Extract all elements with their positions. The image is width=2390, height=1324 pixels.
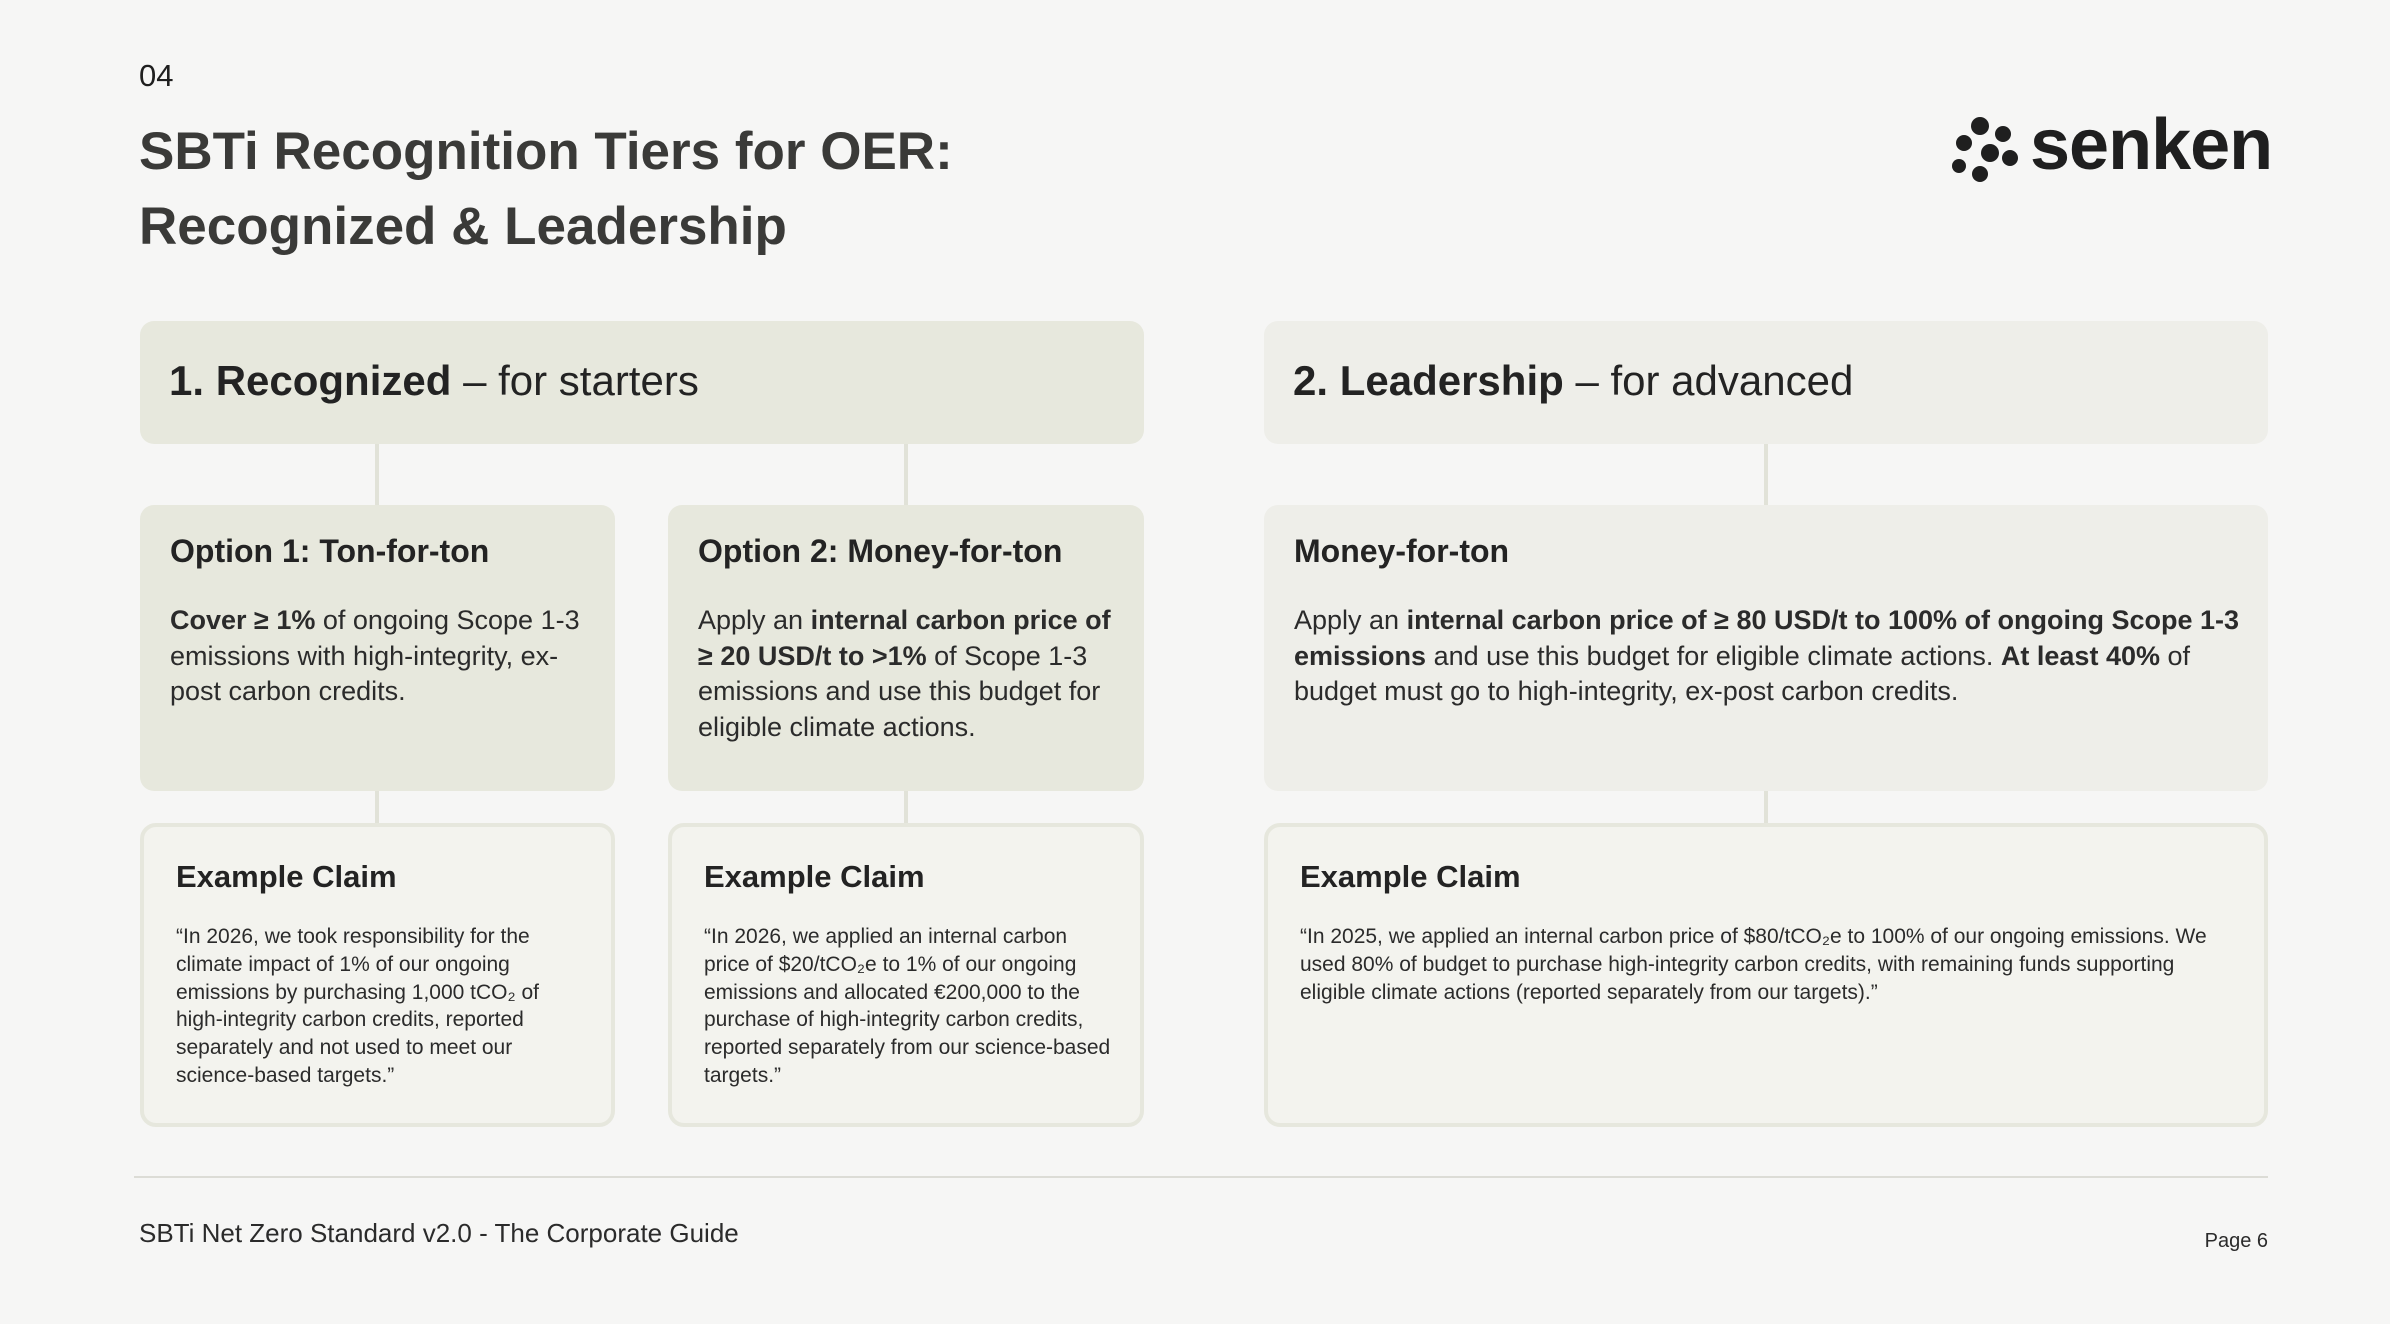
option-ton-for-ton-card: Option 1: Ton-for-ton Cover ≥ 1% of ongo… <box>140 505 615 791</box>
option-text: of ongoing Scope 1-3 emissions with high… <box>170 605 580 706</box>
page-title: SBTi Recognition Tiers for OER: Recognize… <box>139 114 1239 264</box>
option-description: Cover ≥ 1% of ongoing Scope 1-3 emission… <box>170 603 593 710</box>
example-claim-quote: “In 2025, we applied an internal carbon … <box>1300 925 2207 1004</box>
tier-leadership-card: 2. Leadership – for advanced <box>1264 321 2268 444</box>
flower-logo-icon <box>1952 117 2018 182</box>
option-text: of budget must go to high-integrity, ex-… <box>1294 640 2191 707</box>
page-title-line2: Recognized & Leadership <box>139 197 787 256</box>
leadership-money-for-ton-card: Money-for-ton Apply an internal carbon p… <box>1264 505 2268 791</box>
example-claim-title: Example Claim <box>1300 859 1521 894</box>
example-claim-card: Example Claim “In 2026, we applied an in… <box>668 823 1144 1127</box>
tier-recognized-title: 1. Recognized <box>169 357 452 404</box>
option-emphasis: internal carbon price of ≥ 80 USD/t to 1… <box>1294 605 2240 671</box>
option-description: Apply an internal carbon price of ≥ 80 U… <box>1294 603 2246 710</box>
example-claim-quote: “In 2026, we applied an internal carbon … <box>704 925 1111 1087</box>
tier-leadership-subtitle: – for advanced <box>1575 357 1854 404</box>
option-title: Option 2: Money-for-ton <box>698 533 1063 569</box>
tier-leadership-title: 2. Leadership <box>1293 357 1564 404</box>
example-claim-card: Example Claim “In 2025, we applied an in… <box>1264 823 2268 1127</box>
option-text: and use this budget for eligible climate… <box>1426 640 2001 671</box>
option-title: Option 1: Ton-for-ton <box>170 533 490 569</box>
option-title: Money-for-ton <box>1294 533 1510 569</box>
connector-line <box>375 444 379 505</box>
senken-logo: senken <box>1950 105 2273 196</box>
connector-line <box>1764 444 1768 505</box>
tier-leadership-heading: 2. Leadership – for advanced <box>1293 353 1853 409</box>
option-money-for-ton-card: Option 2: Money-for-ton Apply an interna… <box>668 505 1144 791</box>
example-claim-title: Example Claim <box>176 859 397 894</box>
option-text: of Scope 1-3 emissions and use this budg… <box>698 640 1101 742</box>
connector-line <box>904 444 908 505</box>
tier-recognized-subtitle: – for starters <box>463 357 699 404</box>
option-description: Apply an internal carbon price of ≥ 20 U… <box>698 603 1122 745</box>
footer-page-number: Page 6 <box>2204 1230 2268 1252</box>
connector-line <box>904 791 908 825</box>
option-emphasis: At least 40% <box>2000 640 2160 671</box>
page-title-line1: SBTi Recognition Tiers for OER: <box>139 122 953 181</box>
logo-wordmark: senken <box>2030 105 2273 185</box>
example-claim-card: Example Claim “In 2026, we took responsi… <box>140 823 615 1127</box>
option-text: Apply an <box>698 605 811 635</box>
footer-document-title: SBTi Net Zero Standard v2.0 - The Corpor… <box>139 1218 739 1248</box>
option-emphasis: Cover ≥ 1% <box>170 605 316 635</box>
page-section-number: 04 <box>139 58 174 93</box>
connector-line <box>1764 791 1768 825</box>
tier-recognized-card: 1. Recognized – for starters <box>140 321 1144 444</box>
option-emphasis: internal carbon price of ≥ 20 USD/t to >… <box>698 605 1111 671</box>
example-claim-title: Example Claim <box>704 859 925 894</box>
tier-recognized-heading: 1. Recognized – for starters <box>169 353 699 409</box>
connector-line <box>375 791 379 825</box>
option-text: Apply an <box>1294 605 1407 635</box>
example-claim-quote: “In 2026, we took responsibility for the… <box>176 925 539 1087</box>
footer-divider <box>134 1176 2268 1178</box>
